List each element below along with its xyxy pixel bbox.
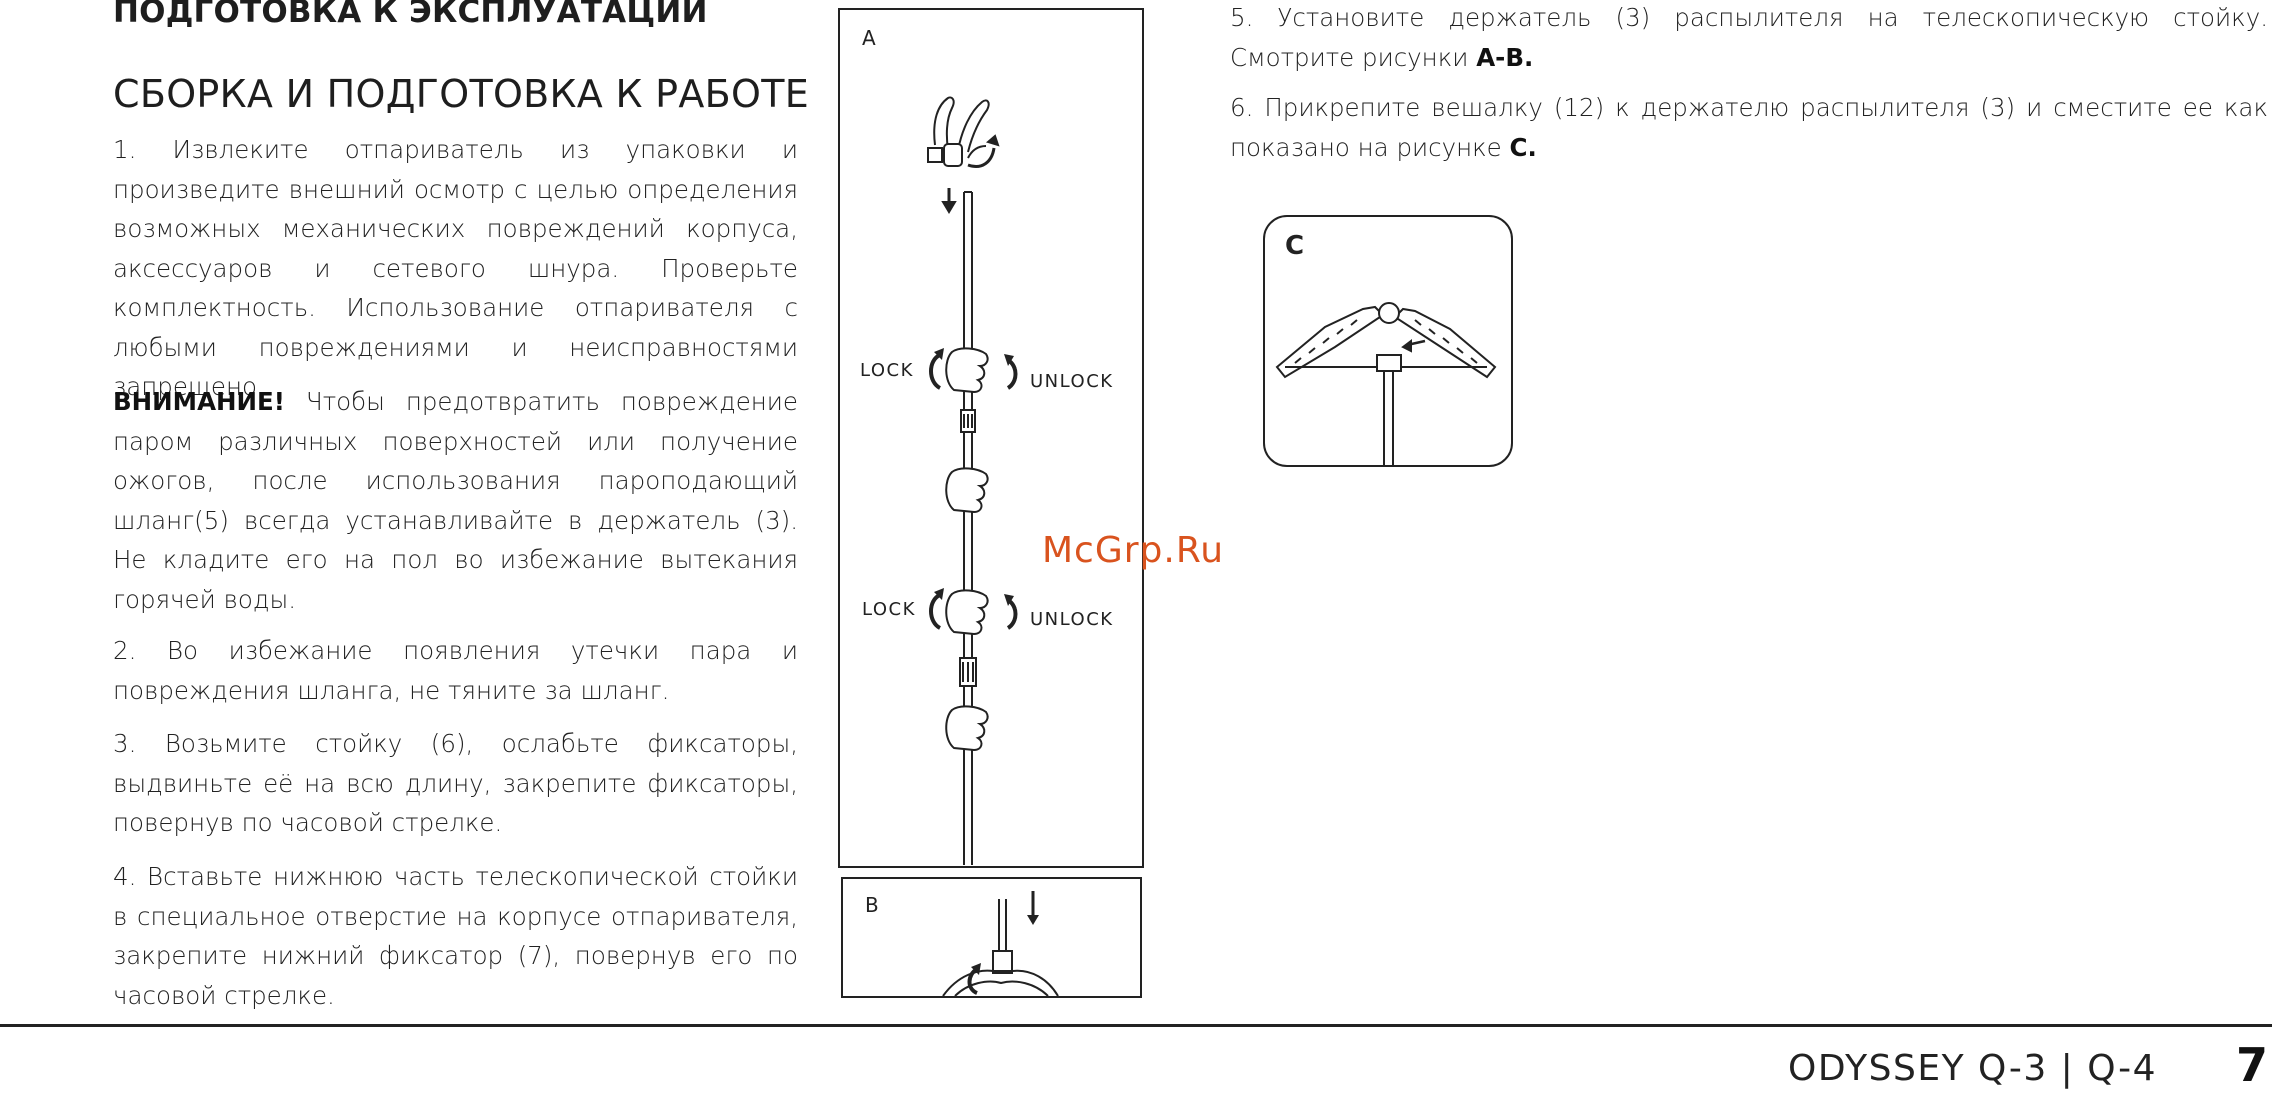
paragraph-2: 2. Во избежание появления утечки пара и … <box>113 636 798 705</box>
paragraph-6-text: 6. Прикрепите вешалку (12) к держателю р… <box>1230 93 2268 162</box>
unlock-label-1: UNLOCK <box>1030 371 1114 392</box>
page-number: 7 <box>2235 1038 2268 1092</box>
telescopic-pole-illustration: LOCK UNLOCK LOCK UNLOCK <box>860 96 1114 865</box>
paragraph-1: 1. Извлеките отпариватель из упаковки и … <box>113 135 798 401</box>
lock-label-2: LOCK <box>862 599 916 620</box>
paragraph-5-figure-ref: A-B. <box>1476 42 1534 72</box>
figure-c-label: C <box>1285 231 1305 261</box>
paragraph-3: 3. Возьмите стойку (6), ослабьте фиксато… <box>113 729 798 837</box>
hanger-illustration <box>1275 302 1497 465</box>
figure-c: C <box>1263 215 1513 467</box>
lock-label-1: LOCK <box>860 360 914 381</box>
figure-b-label: B <box>865 893 879 917</box>
paragraph-5: 5. Установите держатель (3) распылителя … <box>1230 0 2268 77</box>
warning-paragraph: ВНИМАНИЕ! Чтобы предотвратить повреждени… <box>113 382 798 619</box>
pole-base-illustration <box>942 891 1059 996</box>
paragraph-4: 4. Вставьте нижнюю часть телескопической… <box>113 862 798 1010</box>
warning-label: ВНИМАНИЕ! <box>113 387 285 416</box>
paragraph-5-text: 5. Установите держатель (3) распылителя … <box>1230 3 2268 72</box>
footer-model: ODYSSEY Q-3 | Q-4 <box>1788 1048 2157 1089</box>
figure-a-label: A <box>862 26 876 50</box>
figure-a: A <box>838 8 1144 868</box>
figure-b: B <box>841 877 1142 998</box>
paragraph-6-figure-ref: C. <box>1509 132 1537 162</box>
warning-text: Чтобы предотвратить повреждение паром ра… <box>113 387 798 614</box>
unlock-label-2: UNLOCK <box>1030 609 1114 630</box>
footer-divider <box>0 1024 2272 1027</box>
section-title: ПОДГОТОВКА К ЭКСПЛУАТАЦИИ <box>113 0 708 30</box>
subsection-title: СБОРКА И ПОДГОТОВКА К РАБОТЕ <box>113 72 810 116</box>
watermark: McGrp.Ru <box>1042 530 1225 571</box>
paragraph-6: 6. Прикрепите вешалку (12) к держателю р… <box>1230 88 2268 167</box>
